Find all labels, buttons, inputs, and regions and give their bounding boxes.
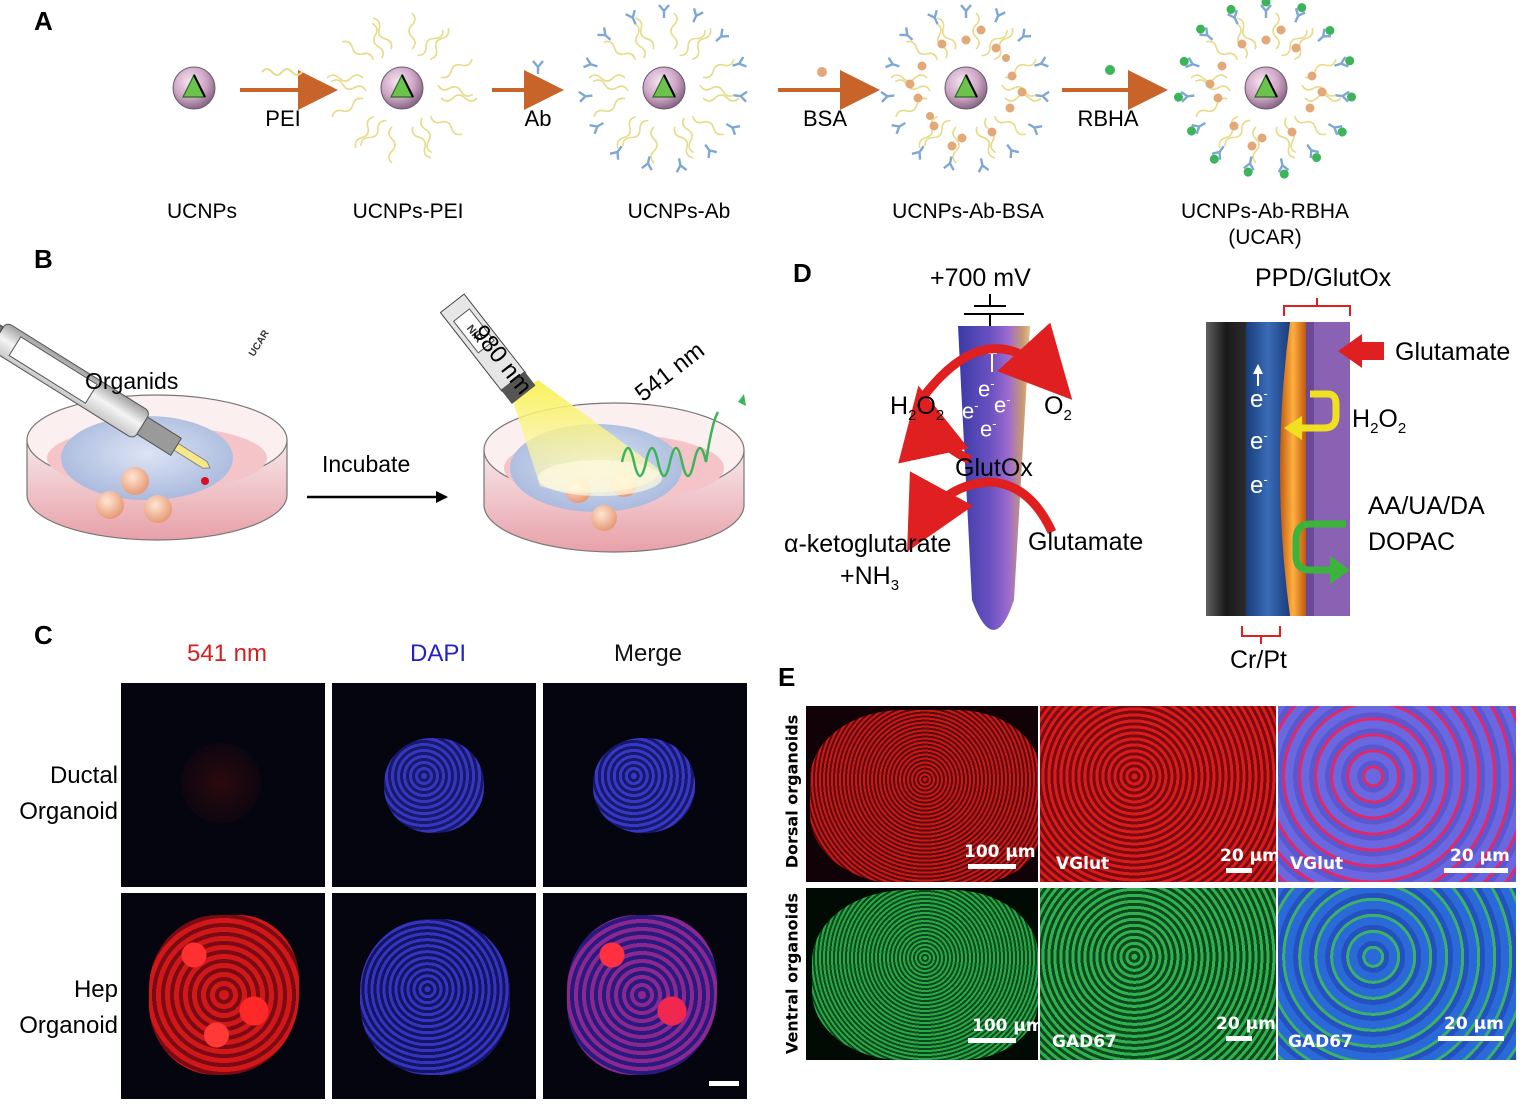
scale-bar-ventral-3 bbox=[1438, 1036, 1504, 1041]
marker-dorsal-merge: VGlut bbox=[1290, 854, 1344, 874]
electrode-layers bbox=[1206, 322, 1350, 616]
bsa-reagent-icon bbox=[817, 67, 827, 77]
marker-dorsal-vglut: VGlut bbox=[1056, 854, 1110, 874]
emission-wave bbox=[620, 411, 720, 478]
ucnp-pei-2 bbox=[326, 12, 478, 164]
scale-text-ventral-1: 100 µm bbox=[972, 1016, 1038, 1036]
image-hep-dapi bbox=[332, 893, 536, 1099]
row-label-ventral: Ventral organoids bbox=[782, 892, 802, 1055]
scale-bar-dorsal-2 bbox=[1226, 868, 1252, 873]
panel-label-a: A bbox=[34, 6, 53, 36]
image-hep-541 bbox=[121, 893, 325, 1099]
scale-bar-dorsal-3 bbox=[1444, 868, 1508, 873]
glutox-label: GlutOx bbox=[955, 454, 1033, 482]
green-arrow bbox=[1292, 520, 1346, 574]
alpha-ketoglutarate-label: α-ketoglutarate bbox=[784, 530, 952, 558]
step-label-pei: PEI bbox=[265, 106, 301, 131]
image-hep-merge bbox=[543, 893, 747, 1099]
row-label-ductal-line1: Ductal bbox=[49, 762, 118, 789]
stage-label-ucnps-ab-rbha: UCNPs-Ab-RBHA bbox=[1180, 200, 1350, 223]
scale-text-ventral-3: 20 µm bbox=[1444, 1014, 1504, 1034]
ucnp-ab-rbha-5 bbox=[1173, 0, 1357, 179]
image-ductal-merge bbox=[543, 683, 747, 887]
glutamate-left-label: Glutamate bbox=[1028, 528, 1144, 556]
column-header-dapi: DAPI bbox=[409, 640, 467, 667]
ucnp-ab-bsa-4 bbox=[879, 3, 1051, 174]
image-ventral-lowmag: 100 µm bbox=[806, 888, 1038, 1060]
row-label-ductal: Ductal Organoid bbox=[0, 758, 118, 830]
column-header-merge: Merge bbox=[613, 640, 683, 667]
row-label-hep-line2: Organoid bbox=[19, 1012, 118, 1039]
pei-reagent-icon bbox=[261, 68, 303, 76]
scale-bar-dorsal-1 bbox=[968, 864, 1016, 869]
image-ventral-gad67: GAD67 20 µm bbox=[1040, 888, 1276, 1060]
yellow-arrow bbox=[1300, 390, 1340, 432]
pipette-ucar-label: UCAR bbox=[247, 328, 272, 359]
voltage-label: +700 mV bbox=[930, 264, 1031, 292]
incubate-label: Incubate bbox=[322, 451, 411, 477]
row-label-hep: Hep Organoid bbox=[0, 972, 118, 1044]
column-header-541: 541 nm bbox=[186, 640, 268, 667]
scale-text-dorsal-1: 100 µm bbox=[964, 842, 1036, 862]
organoid-label: Organids bbox=[85, 368, 179, 394]
stage-label-ucnps-pei: UCNPs-PEI bbox=[352, 200, 464, 223]
panel-label-c: C bbox=[34, 620, 53, 650]
ppd-bracket bbox=[1283, 298, 1351, 316]
ucnp-core-1 bbox=[172, 66, 216, 110]
panel-label-e: E bbox=[778, 662, 796, 692]
petri-dish-left bbox=[26, 394, 288, 541]
panel-label-b: B bbox=[34, 244, 53, 274]
stage-label-ucnps-ab: UCNPs-Ab bbox=[627, 200, 731, 223]
h2o2-right: H2O2 bbox=[1352, 405, 1407, 437]
interferents-label-2: DOPAC bbox=[1368, 528, 1456, 556]
row-label-dorsal: Dorsal organoids bbox=[782, 714, 802, 869]
o2-label: O2 bbox=[1044, 392, 1072, 424]
image-dorsal-lowmag: 100 µm bbox=[806, 706, 1038, 882]
electron-r1: e- bbox=[1250, 386, 1268, 413]
ucnp-ab-3 bbox=[577, 3, 749, 174]
nh3-label: +NH3 bbox=[840, 562, 900, 594]
h2o2-left: H2O2 bbox=[890, 392, 945, 424]
crpt-label: Cr/Pt bbox=[1230, 646, 1287, 674]
stage-label-ucnps: UCNPs bbox=[166, 200, 238, 223]
emission-wavelength: 541 nm bbox=[630, 336, 710, 408]
electron-r3: e- bbox=[1250, 472, 1268, 499]
marker-ventral-gad67: GAD67 bbox=[1052, 1032, 1117, 1052]
interferents-label-1: AA/UA/DA bbox=[1368, 492, 1485, 520]
image-ductal-dapi bbox=[332, 683, 536, 887]
rbha-reagent-icon bbox=[1105, 65, 1115, 75]
electron-3: e- bbox=[962, 398, 979, 424]
glutamate-right-label: Glutamate bbox=[1395, 338, 1511, 366]
image-dorsal-vglut: VGlut 20 µm bbox=[1040, 706, 1276, 882]
step-label-rbha: RBHA bbox=[1077, 106, 1139, 131]
petri-dish-right bbox=[483, 402, 745, 553]
electron-r2: e- bbox=[1250, 428, 1268, 455]
ppd-glutox-label: PPD/GlutOx bbox=[1255, 264, 1392, 292]
row-label-hep-line1: Hep bbox=[73, 976, 118, 1003]
scale-text-dorsal-2: 20 µm bbox=[1220, 846, 1276, 866]
red-arrow-bottom bbox=[907, 471, 1057, 552]
panel-label-d: D bbox=[793, 258, 812, 288]
crpt-bracket bbox=[1241, 626, 1281, 644]
image-ductal-541 bbox=[121, 683, 325, 887]
row-label-ductal-line2: Organoid bbox=[19, 798, 118, 825]
scale-bar-ventral-1 bbox=[968, 1038, 1016, 1043]
panel-a-graphic bbox=[172, 0, 1357, 179]
excitation-wavelength: 980 nm bbox=[466, 320, 538, 400]
marker-ventral-merge: GAD67 bbox=[1288, 1032, 1353, 1052]
image-ventral-merge: GAD67 20 µm bbox=[1278, 888, 1516, 1060]
electron-2: e- bbox=[994, 392, 1011, 418]
ab-reagent-icon bbox=[531, 59, 545, 76]
electron-4: e- bbox=[980, 416, 997, 442]
stage-label-ucar: (UCAR) bbox=[1228, 226, 1302, 249]
scale-text-dorsal-3: 20 µm bbox=[1450, 846, 1510, 866]
scale-text-ventral-2: 20 µm bbox=[1216, 1014, 1276, 1034]
step-label-bsa: BSA bbox=[802, 106, 848, 131]
step-label-ab: Ab bbox=[524, 106, 552, 131]
scale-bar-c bbox=[709, 1081, 739, 1086]
electron-1: e- bbox=[978, 376, 995, 402]
stage-label-ucnps-ab-bsa: UCNPs-Ab-BSA bbox=[892, 200, 1044, 223]
image-dorsal-merge: VGlut 20 µm bbox=[1278, 706, 1516, 882]
scale-bar-ventral-2 bbox=[1226, 1036, 1252, 1041]
